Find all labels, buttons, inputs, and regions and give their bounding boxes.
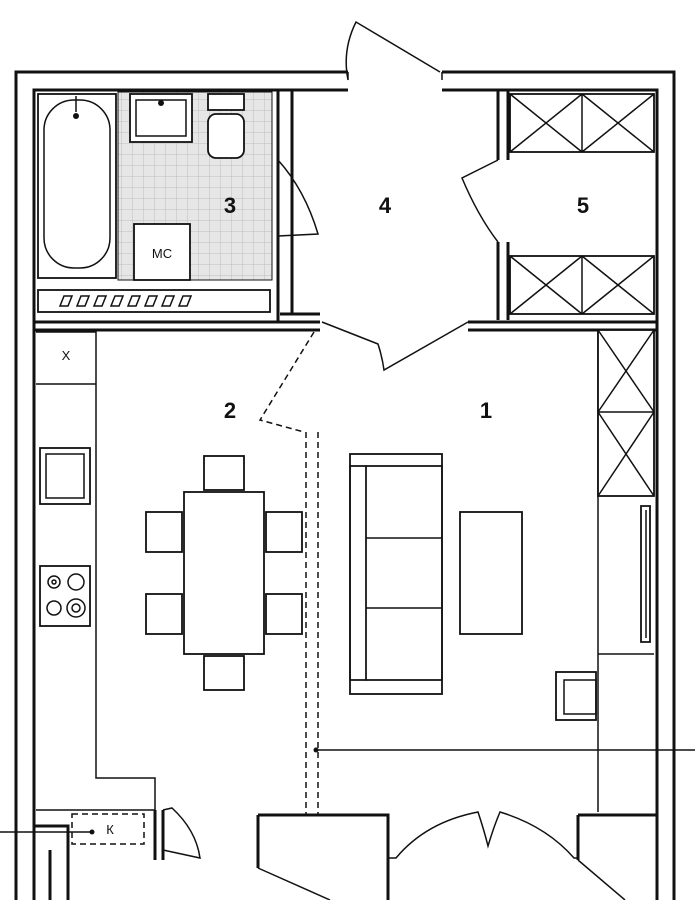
bathroom: МС 3 xyxy=(37,91,319,313)
armchair xyxy=(555,671,597,721)
dining-chair xyxy=(145,593,183,635)
wardrobe: 5 xyxy=(461,93,655,315)
kitchen-dining: Х К 2 xyxy=(0,331,695,859)
dining-chair xyxy=(265,593,303,635)
dining-chair xyxy=(145,511,183,553)
coffee-table xyxy=(459,511,523,635)
room-1-label: 1 xyxy=(480,398,492,423)
dining-chair xyxy=(203,455,245,491)
dining-chair xyxy=(265,511,303,553)
dining-chair xyxy=(203,655,245,691)
room-5-label: 5 xyxy=(577,193,589,218)
room-2-label: 2 xyxy=(224,398,236,423)
washing-machine xyxy=(133,223,191,281)
living-room: 1 xyxy=(349,329,655,859)
fridge-label: Х xyxy=(62,348,71,363)
bathroom-sink xyxy=(129,93,193,143)
washing-machine-label: МС xyxy=(152,246,172,261)
bathtub xyxy=(37,93,117,279)
dining-table xyxy=(183,491,265,655)
room-3-label: 3 xyxy=(224,193,236,218)
room-4-label: 4 xyxy=(379,193,392,218)
sofa xyxy=(349,453,443,695)
boiler-label: К xyxy=(106,822,114,837)
stove xyxy=(39,565,91,627)
radiator-fins xyxy=(58,295,193,307)
radiator xyxy=(37,289,271,313)
boiler xyxy=(71,813,145,845)
kitchen-sink xyxy=(39,447,91,505)
hallway: 4 xyxy=(321,20,469,372)
wall-cabinet xyxy=(597,329,655,497)
toilet xyxy=(207,93,245,111)
